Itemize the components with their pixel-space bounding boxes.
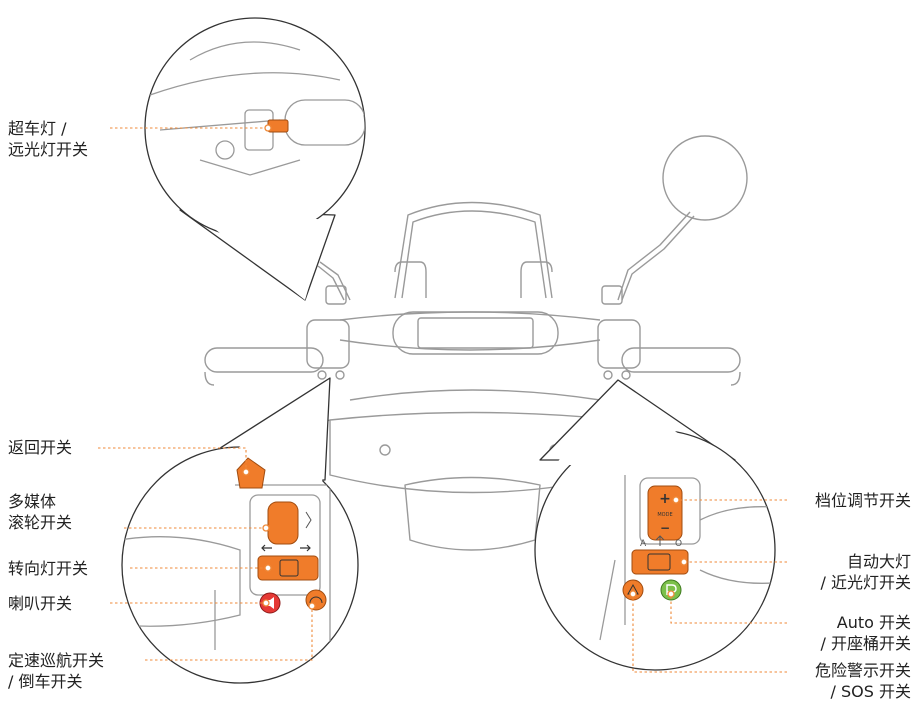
label-flash-switch: 超车灯 / 远光灯开关: [8, 118, 88, 160]
label-auto-seat-line2: / 开座桶开关: [821, 633, 911, 654]
label-cruise-reverse: 定速巡航开关 / 倒车开关: [8, 650, 104, 692]
label-autolight-line1: 自动大灯: [821, 551, 911, 572]
right-zoom-callout: + MODE − A O: [535, 380, 800, 670]
gear-plus-sign: +: [659, 491, 671, 507]
label-hazard-sos: 危险警示开关 / SOS 开关: [815, 660, 911, 702]
label-horn: 喇叭开关: [8, 593, 72, 614]
label-back-switch: 返回开关: [8, 437, 72, 458]
label-gear-switch: 档位调节开关: [815, 490, 911, 511]
left-zoom-callout: [120, 378, 358, 683]
multimedia-wheel: [268, 502, 298, 544]
label-turn-line1: 转向灯开关: [8, 558, 88, 579]
gear-mode-text: MODE: [657, 512, 672, 518]
label-autolight-line2: / 近光灯开关: [821, 572, 911, 593]
label-wheel-line2: 滚轮开关: [8, 512, 72, 533]
gear-minus-sign: −: [660, 521, 670, 535]
label-autolight: 自动大灯 / 近光灯开关: [821, 551, 911, 593]
right-control-pod: [598, 320, 640, 368]
label-cruise-line2: / 倒车开关: [8, 671, 104, 692]
autolight-a-mark: A: [640, 539, 647, 549]
left-control-pod: [307, 320, 349, 368]
label-auto-seat-line1: Auto 开关: [821, 612, 911, 633]
label-horn-line1: 喇叭开关: [8, 593, 72, 614]
label-back-line1: 返回开关: [8, 437, 72, 458]
label-multimedia-wheel: 多媒体 滚轮开关: [8, 491, 72, 533]
label-hazard-line2: / SOS 开关: [815, 681, 911, 702]
right-mirror: [663, 136, 747, 220]
autolight-off-mark: O: [675, 539, 682, 549]
label-wheel-line1: 多媒体: [8, 491, 72, 512]
label-flash-line2: 远光灯开关: [8, 139, 88, 160]
label-gear-line1: 档位调节开关: [815, 490, 911, 511]
left-grip: [205, 348, 323, 372]
label-cruise-line1: 定速巡航开关: [8, 650, 104, 671]
label-hazard-line1: 危险警示开关: [815, 660, 911, 681]
label-auto-seat: Auto 开关 / 开座桶开关: [821, 612, 911, 654]
label-flash-line1: 超车灯 /: [8, 118, 88, 139]
label-turn-signal: 转向灯开关: [8, 558, 88, 579]
top-zoom-callout: [145, 18, 365, 300]
windscreen: [395, 203, 552, 299]
